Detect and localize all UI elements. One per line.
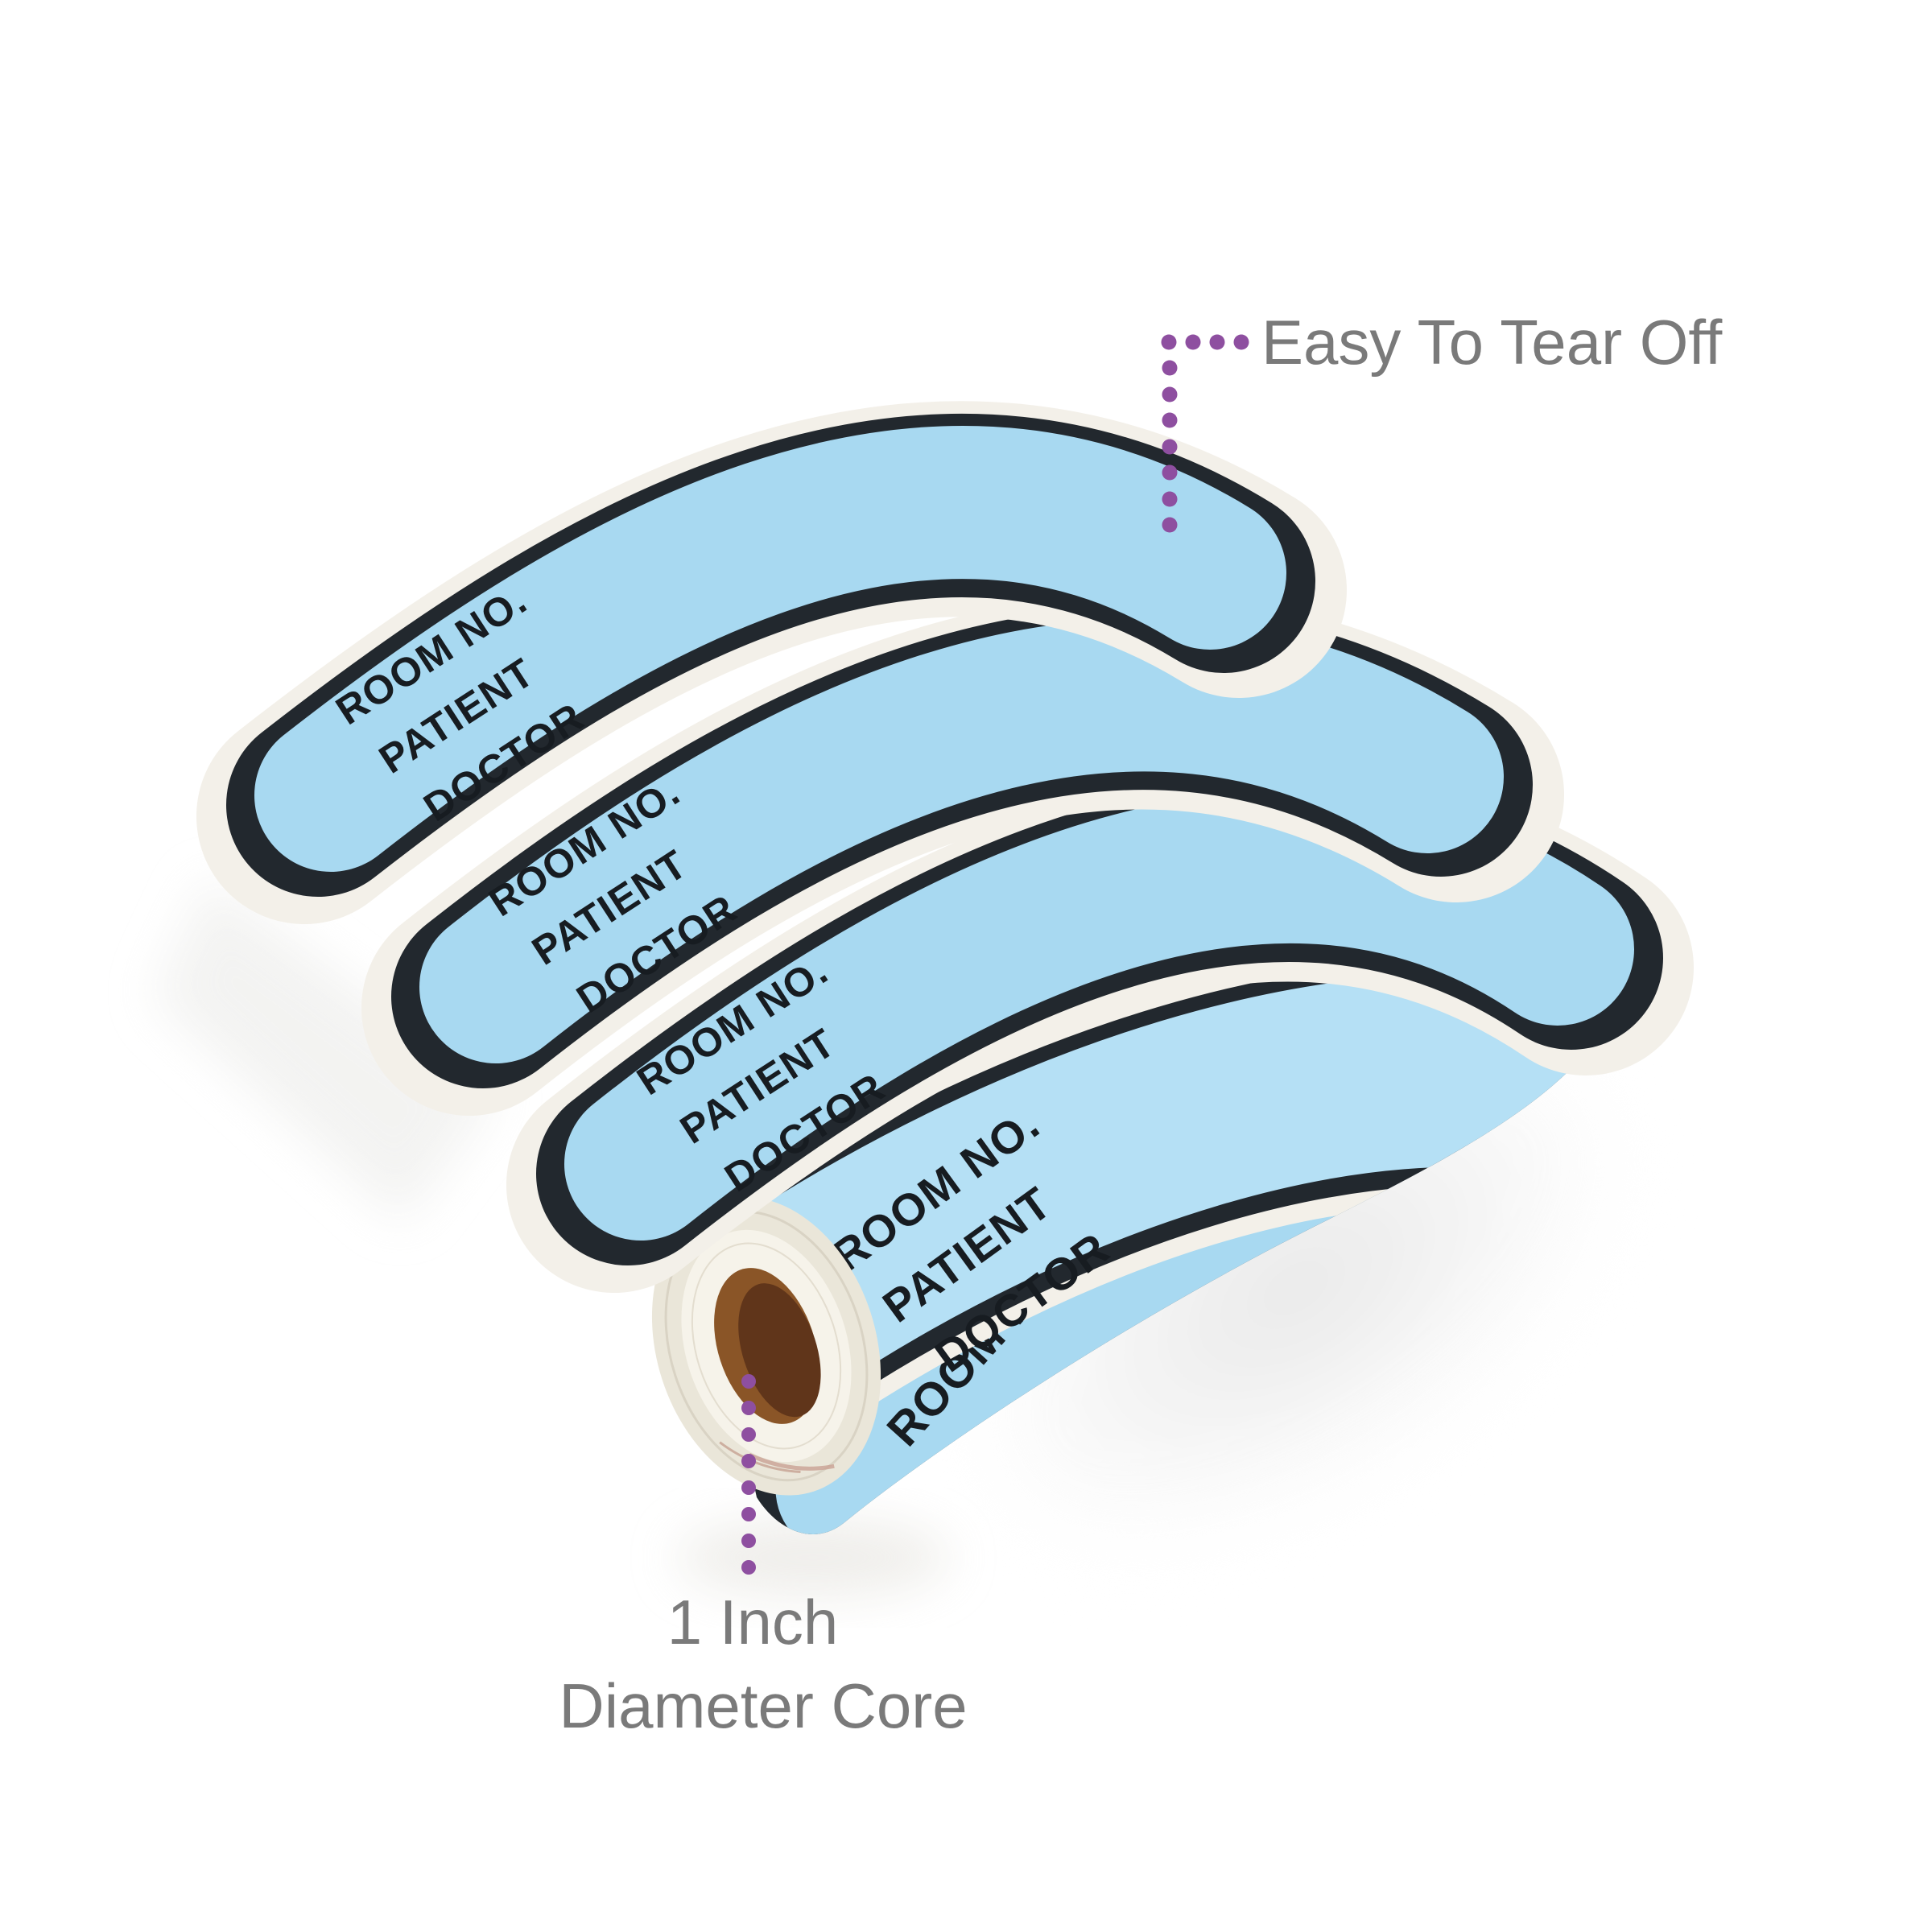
- core-annotation: 1 Inch Diameter Core: [559, 1374, 968, 1741]
- paper-streak: [748, 1452, 835, 1471]
- core-annotation-line1: 1 Inch: [667, 1587, 838, 1657]
- paper-streak-2: [719, 1441, 801, 1474]
- label-strip-1: ROOM NO. PATIENT DOCTOR: [196, 401, 1347, 924]
- roll-reflection: [974, 1032, 1618, 1544]
- tear-annotation-label: Easy To Tear Off: [1261, 307, 1723, 378]
- core-callout-dots: [741, 1374, 756, 1575]
- core-annotation-line2: Diameter Core: [559, 1670, 967, 1741]
- roll-end-ring-inner: [691, 1242, 842, 1450]
- tear-annotation: Easy To Tear Off: [1161, 307, 1723, 533]
- tear-callout-dots: [1161, 334, 1249, 533]
- liner-sheet-reflection: [153, 877, 499, 1224]
- label-strip-2: ROOM NO. PATIENT DOCTOR: [361, 593, 1564, 1116]
- core-hole-shadow: [738, 1283, 821, 1418]
- roll-end: [651, 1196, 881, 1496]
